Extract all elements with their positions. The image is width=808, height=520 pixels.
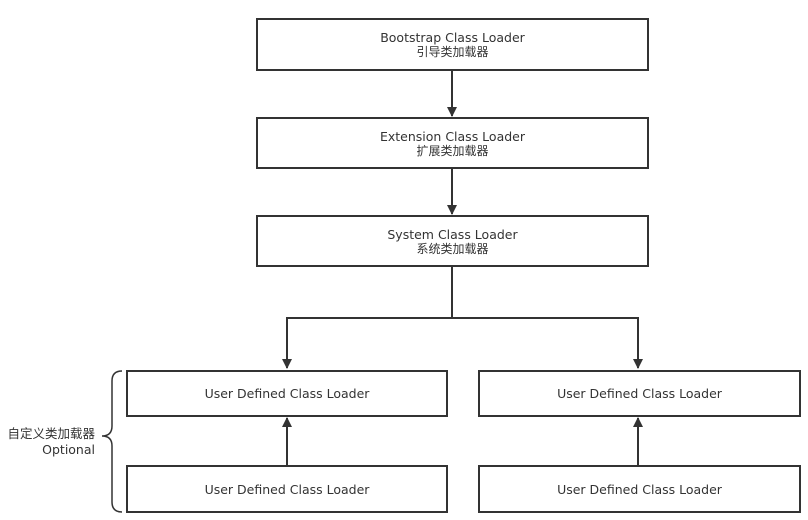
user-defined-loader-bottom-left-node: User Defined Class Loader [126,465,448,513]
bootstrap-label-zh: 引导类加载器 [416,45,489,59]
extension-class-loader-node: Extension Class Loader 扩展类加载器 [256,117,649,169]
bootstrap-class-loader-node: Bootstrap Class Loader 引导类加载器 [256,18,649,71]
arrow-system-to-user-top-left [282,317,452,369]
system-label-zh: 系统类加载器 [416,241,489,256]
user-bottom-left-label: User Defined Class Loader [204,481,370,497]
system-class-loader-node: System Class Loader 系统类加载器 [256,215,649,267]
user-defined-loader-bottom-right-node: User Defined Class Loader [478,465,801,513]
user-bottom-right-label: User Defined Class Loader [557,481,722,497]
user-top-right-label: User Defined Class Loader [557,386,722,401]
user-defined-loader-top-right-node: User Defined Class Loader [478,370,801,417]
user-top-left-label: User Defined Class Loader [204,386,370,401]
custom-loader-group-label: 自定义类加载器 Optional [0,426,95,458]
extension-label-en: Extension Class Loader [379,128,525,144]
group-brace [101,370,123,513]
user-defined-loader-top-left-node: User Defined Class Loader [126,370,448,417]
bootstrap-label-en: Bootstrap Class Loader [380,30,525,45]
arrow-system-to-user-top-right [452,317,643,369]
extension-label-zh: 扩展类加载器 [416,143,489,158]
system-label-en: System Class Loader [387,226,518,242]
group-label-zh: 自定义类加载器 [7,426,95,441]
group-label-en: Optional [42,442,95,457]
